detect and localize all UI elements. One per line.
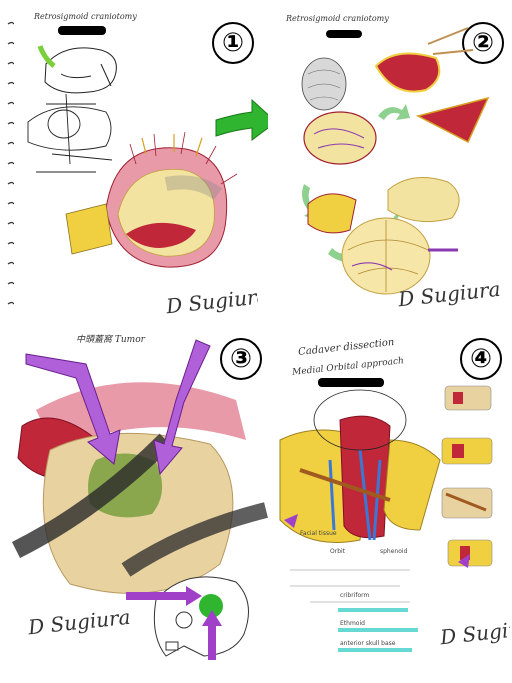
note-label: sphenoid — [380, 548, 408, 555]
panel-4: Cadaver dissection Medial Orbital approa… — [270, 330, 510, 676]
cerebellum-view — [307, 177, 460, 234]
cross-sections — [441, 385, 493, 567]
green-arrow-icon — [215, 98, 277, 141]
notebook-spiral — [7, 21, 14, 305]
purple-arrow-icon — [284, 514, 470, 568]
purple-arrow-icon — [126, 586, 222, 660]
panel-3: 中頭蓋窩 Tumor ③ D — [6, 330, 268, 676]
panel-1-title: Retrosigmoid craniotomy — [34, 12, 137, 21]
vascular-view — [303, 111, 377, 165]
note-label: anterior skull base — [340, 640, 396, 647]
panel-2-drawing — [301, 27, 490, 295]
panel-2: Retrosigmoid craniotomy ② — [268, 4, 508, 322]
teal-highlights — [338, 608, 418, 652]
panel-3-title: 中頭蓋窩 Tumor — [76, 335, 145, 345]
panel-4-number: ④ — [460, 338, 502, 380]
panel-2-number: ② — [462, 22, 504, 64]
purple-arrow-icon — [25, 339, 211, 476]
panel-3-drawing — [11, 339, 268, 660]
retractor-tools — [11, 433, 268, 577]
brainstem-view — [341, 217, 458, 295]
skull-target — [199, 594, 223, 618]
redaction-bar — [326, 30, 362, 38]
note-label: Facial tissue — [300, 530, 337, 537]
dissection-wedge — [415, 96, 490, 144]
redaction-bar — [58, 26, 106, 35]
panel-1-drawing — [27, 45, 238, 268]
panel-2-title: Retrosigmoid craniotomy — [286, 14, 389, 23]
panel-3-number: ③ — [220, 338, 262, 380]
redaction-bar — [318, 378, 384, 387]
panel-1: Retrosigmoid craniotomy ① — [6, 4, 258, 322]
bone-flap-sketch — [301, 57, 347, 111]
skull-schematic — [27, 93, 113, 173]
note-label: Ethmoid — [340, 620, 365, 627]
note-label: Orbit — [330, 548, 346, 555]
head-sketch — [37, 45, 117, 94]
note-label: cribriform — [340, 592, 370, 599]
panel-1-number: ① — [212, 22, 254, 64]
craniotomy-field — [65, 131, 238, 268]
panel-4-drawing — [279, 385, 493, 652]
skull-sketch — [153, 576, 249, 657]
orbital-dissection — [279, 389, 441, 543]
dura-opening — [374, 27, 474, 93]
